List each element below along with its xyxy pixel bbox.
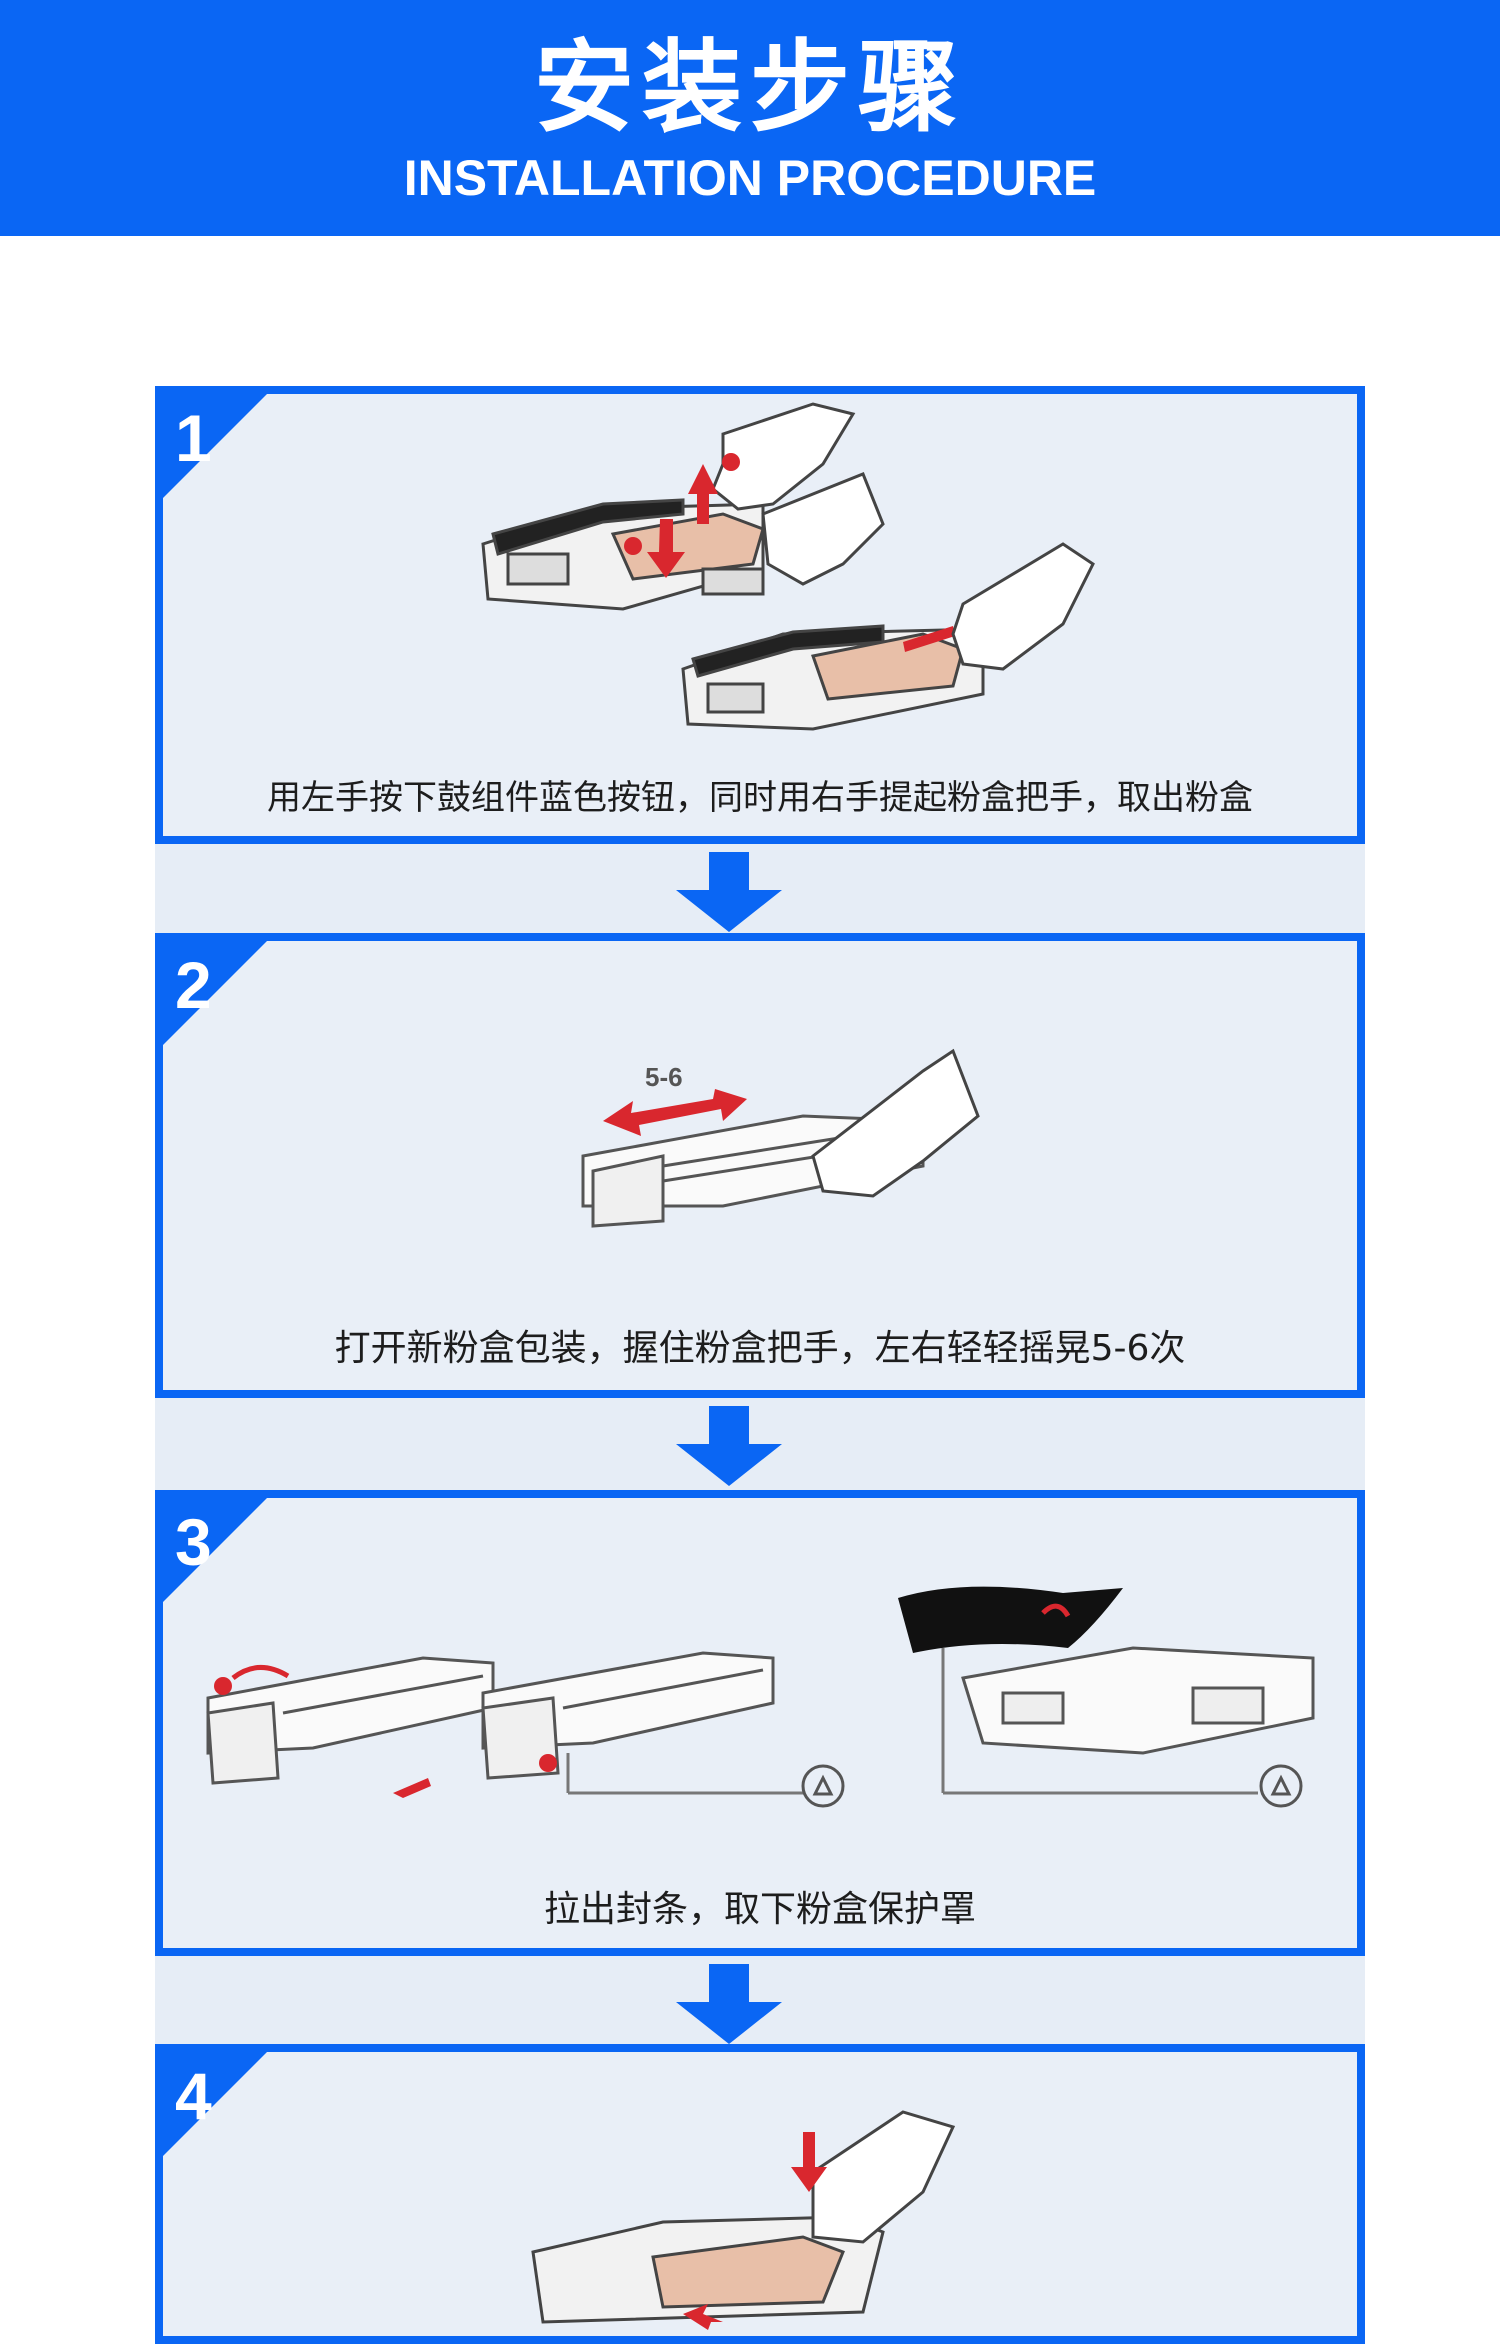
recycle-icon (1259, 1764, 1303, 1808)
step-number-corner (163, 394, 275, 506)
step-number-corner (163, 941, 275, 1053)
protective-cover-illustration (898, 1586, 1123, 1653)
red-arrow-icon (624, 453, 740, 578)
page-header: 安装步骤 INSTALLATION PROCEDURE (0, 0, 1500, 236)
down-arrow-icon (676, 1406, 782, 1486)
step-2-illustration: 5-6 (581, 1048, 980, 1228)
step-4-panel: 4 (155, 2044, 1365, 2344)
step-1-illustration (481, 402, 1095, 731)
step-caption: 用左手按下鼓组件蓝色按钮，同时用右手提起粉盒把手，取出粉盒 (267, 778, 1253, 818)
down-arrow-icon (676, 1964, 782, 2044)
red-arrow-icon (683, 2132, 827, 2330)
step-number-corner (163, 2052, 275, 2164)
step-caption: 拉出封条，取下粉盒保护罩 (543, 1889, 976, 1930)
step-2-panel: 2 5-6 打开新粉盒包装，握住粉盒把手，左右轻轻摇晃5-6次 (155, 933, 1365, 1398)
step-number: 3 (175, 1505, 212, 1579)
step-number: 2 (175, 948, 212, 1022)
step-3-panel: 3 (155, 1490, 1365, 1956)
page-subtitle: INSTALLATION PROCEDURE (403, 150, 1097, 206)
double-arrow-icon (603, 1089, 747, 1136)
step-3-illustration (206, 1586, 1315, 1808)
page-title: 安装步骤 (534, 29, 966, 146)
shake-count-label: 5-6 (645, 1062, 683, 1092)
down-arrow-icon (676, 852, 782, 932)
step-number: 4 (175, 2059, 212, 2133)
step-4-illustration (531, 2110, 956, 2330)
step-number: 1 (175, 401, 212, 475)
toner-cartridge-illustration (206, 1656, 495, 1785)
drum-unit-illustration (481, 498, 765, 611)
hand-illustration (711, 402, 856, 511)
step-1-panel: 1 用左手按下鼓组件蓝色按钮，同时用右手提起粉盒把手，取出粉盒 (155, 386, 1365, 844)
recycle-icon (801, 1764, 845, 1808)
step-number-corner (163, 1498, 275, 1610)
step-caption: 打开新粉盒包装，握住粉盒把手，左右轻轻摇晃5-6次 (334, 1328, 1186, 1369)
